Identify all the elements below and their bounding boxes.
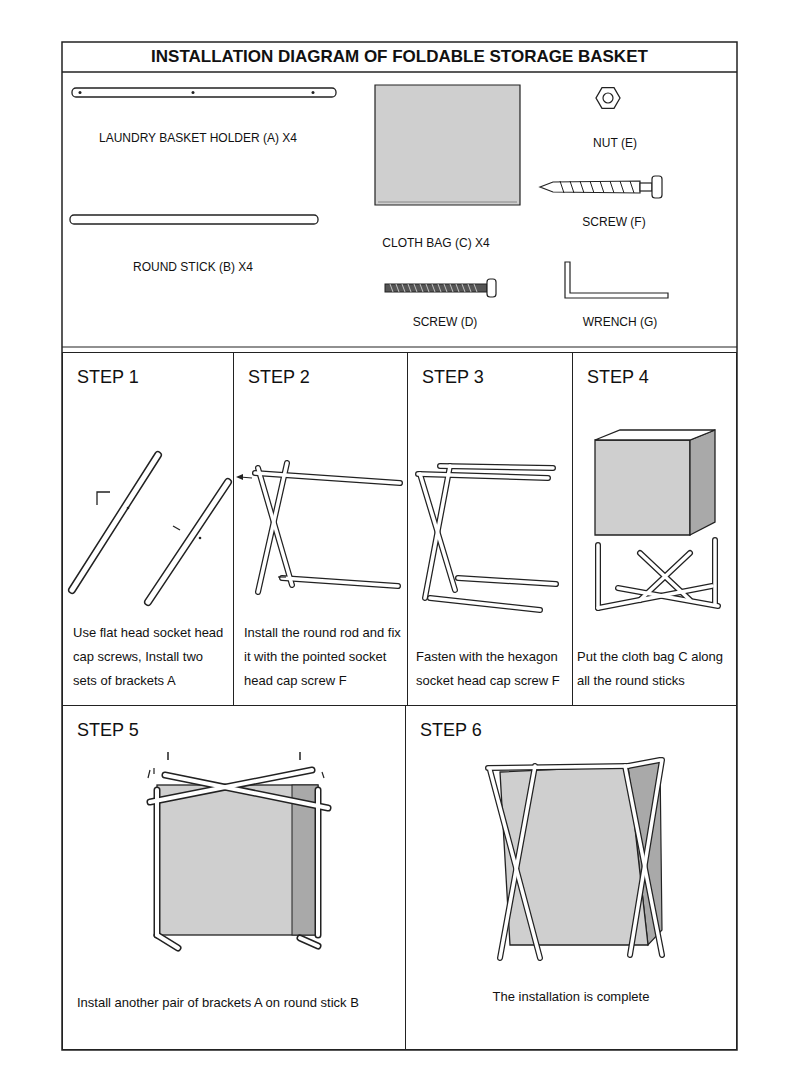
part-label: WRENCH (G) (583, 315, 658, 329)
part-label: LAUNDRY BASKET HOLDER (A) X4 (99, 131, 297, 145)
step-instruction: Use flat head socket head cap screws, In… (73, 621, 227, 693)
step-heading: STEP 5 (77, 720, 139, 741)
diagram-title: INSTALLATION DIAGRAM OF FOLDABLE STORAGE… (62, 42, 737, 72)
step-panel: STEP 1 Use flat head socket head cap scre… (62, 352, 234, 706)
step-instruction: Put the cloth bag C along all the round … (577, 645, 732, 693)
step-instruction: The installation is complete (416, 985, 726, 1009)
part-label: CLOTH BAG (C) X4 (382, 236, 489, 250)
step-heading: STEP 3 (422, 367, 484, 388)
step-panel: STEP 4 Put the cloth bag C along all the … (572, 352, 737, 706)
part-label: SCREW (F) (582, 215, 645, 229)
step-panel: STEP 5 Install another pair of brackets A… (62, 705, 406, 1050)
step-heading: STEP 6 (420, 720, 482, 741)
part-label: SCREW (D) (413, 315, 478, 329)
step-panel: STEP 2 Install the round rod and fix it w… (233, 352, 408, 706)
step-panel: STEP 6 The installation is complete (405, 705, 737, 1050)
step-heading: STEP 4 (587, 367, 649, 388)
step-heading: STEP 1 (77, 367, 139, 388)
part-label: ROUND STICK (B) X4 (133, 260, 253, 274)
step-instruction: Install the round rod and fix it with th… (244, 621, 401, 693)
step-instruction: Install another pair of brackets A on ro… (77, 991, 395, 1015)
step-heading: STEP 2 (248, 367, 310, 388)
step-panel: STEP 3 Fasten with the hexagon socket hea… (407, 352, 573, 706)
step-instruction: Fasten with the hexagon socket head cap … (416, 645, 568, 693)
part-label: NUT (E) (593, 136, 637, 150)
